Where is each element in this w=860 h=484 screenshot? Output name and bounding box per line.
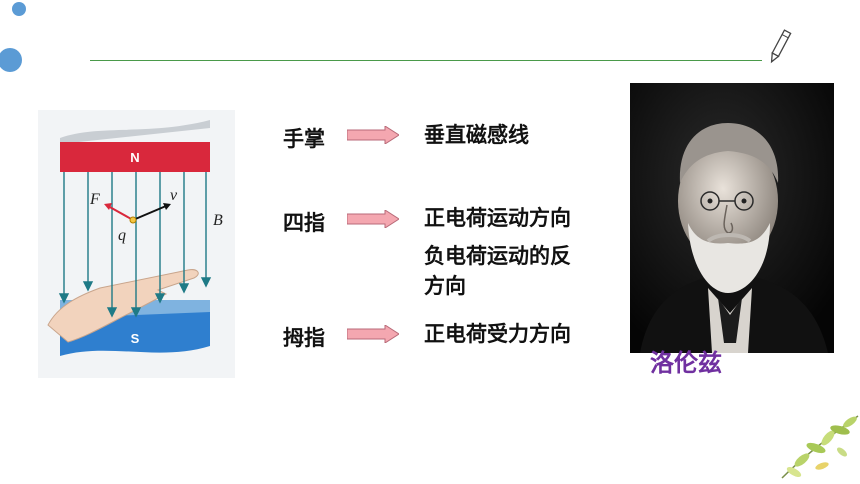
arrow-right-icon — [347, 325, 399, 343]
left-hand-rule-figure: N S F v q B — [38, 110, 235, 378]
pencil-icon — [770, 29, 792, 64]
lorentz-portrait — [630, 83, 834, 353]
magnet-diagram: N S F v q B — [47, 120, 223, 356]
four-fingers-meaning-3: 方向 — [424, 274, 466, 298]
leaves-decoration — [781, 415, 859, 479]
north-pole-magnet — [60, 142, 210, 172]
decorative-dot-large — [0, 48, 22, 72]
north-pole-top-face — [60, 120, 210, 144]
palm-meaning: 垂直磁感线 — [424, 123, 529, 147]
four-fingers-meaning-1: 正电荷运动方向 — [424, 206, 571, 230]
decorative-dot-small — [12, 2, 26, 16]
arrow-right-icon — [347, 210, 399, 228]
charge-point — [129, 216, 137, 224]
force-vector — [107, 205, 134, 221]
north-label: N — [130, 150, 139, 165]
thumb-meaning: 正电荷受力方向 — [424, 322, 571, 346]
arrow-right-icon — [347, 126, 399, 144]
portrait-caption: 洛伦兹 — [650, 349, 722, 377]
row-label-palm: 手掌 — [283, 127, 325, 151]
south-label: S — [131, 331, 140, 346]
header-rule — [90, 60, 762, 61]
magnetic-field-lines — [58, 172, 212, 318]
field-label: B — [213, 212, 223, 229]
row-label-four-fingers: 四指 — [283, 211, 325, 235]
charge-label: q — [118, 227, 126, 244]
velocity-label: v — [170, 187, 178, 204]
force-label: F — [89, 191, 100, 208]
velocity-vector — [132, 205, 167, 221]
four-fingers-meaning-2: 负电荷运动的反 — [424, 244, 571, 268]
row-label-thumb: 拇指 — [283, 326, 325, 350]
